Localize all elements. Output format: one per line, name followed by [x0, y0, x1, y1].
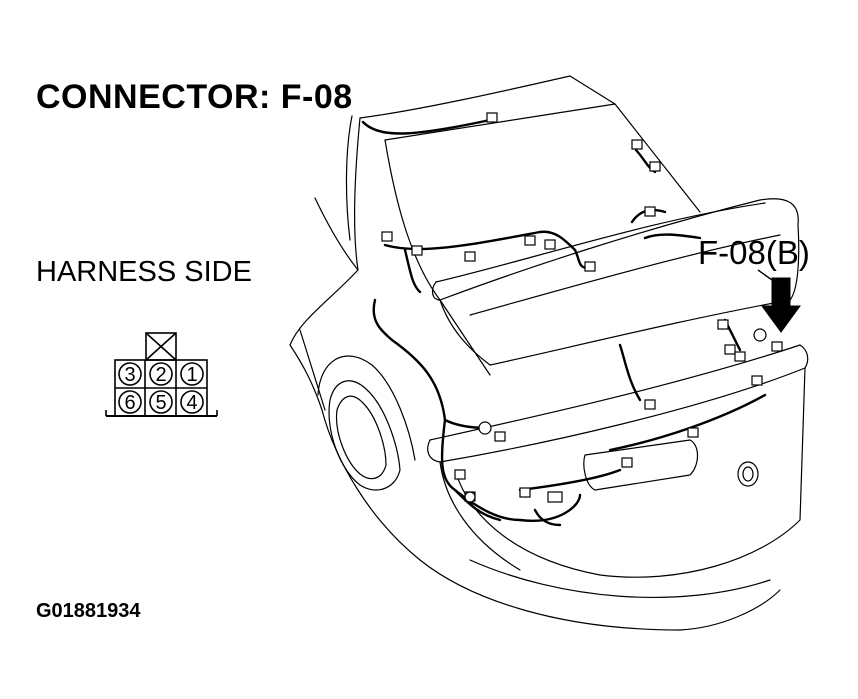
wiring-harness: [361, 118, 767, 527]
pin-5: 5: [155, 392, 166, 414]
arrow-down-icon: [761, 277, 801, 333]
pin-2: 2: [155, 364, 166, 386]
callout-indicator: [757, 269, 801, 333]
pin-3: 3: [124, 364, 135, 386]
harness-connectors: [381, 112, 783, 503]
pin-1: 1: [186, 364, 197, 386]
connector-pins: 3 2 1 6 5 4: [124, 364, 197, 414]
harness-side-label: HARNESS SIDE: [36, 256, 252, 288]
figure-id: G01881934: [36, 600, 141, 622]
pin-6: 6: [124, 392, 135, 414]
connector-face: [105, 332, 218, 417]
vehicle-rear-outline: [289, 75, 809, 631]
connector-title: CONNECTOR: F-08: [36, 78, 353, 116]
pin-4: 4: [186, 392, 197, 414]
